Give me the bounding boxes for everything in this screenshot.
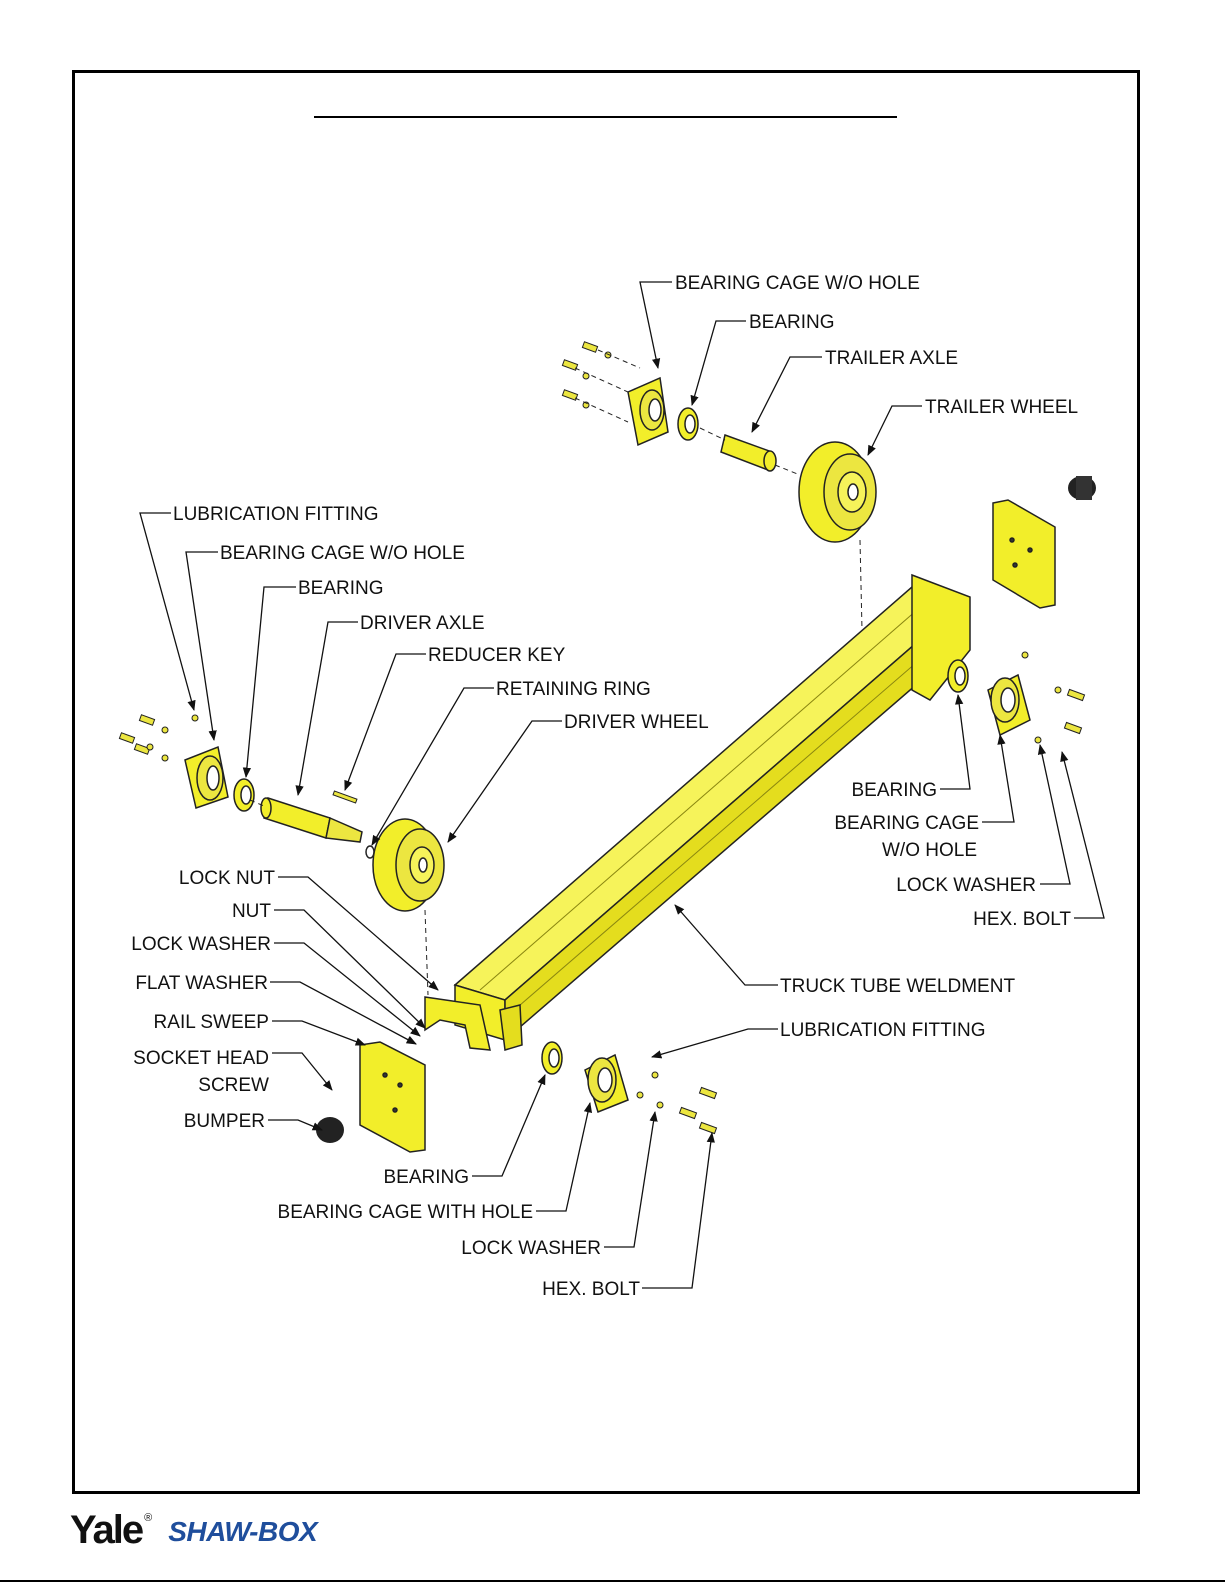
label-retaining-ring: RETAINING RING — [496, 679, 651, 700]
label-right-lock-washer: LOCK WASHER — [896, 875, 1036, 896]
trailer-axle — [720, 434, 777, 472]
label-driver-lubrication-fitting: LUBRICATION FITTING — [173, 504, 378, 525]
label-trailer-axle: TRAILER AXLE — [825, 348, 958, 369]
bumper-right — [1068, 476, 1096, 500]
label-bottom-hex-bolt: HEX. BOLT — [542, 1279, 640, 1300]
label-nut: NUT — [232, 901, 271, 922]
bottom-rule — [0, 1580, 1225, 1582]
reducer-key — [332, 790, 358, 804]
footer-brand: Yale ® SHAW-BOX — [70, 1508, 318, 1552]
right-bearing — [947, 659, 969, 693]
shaw-box-logo: SHAW-BOX — [168, 1516, 318, 1547]
truck-tube-weldment — [424, 573, 971, 1051]
label-trailer-wheel: TRAILER WHEEL — [925, 397, 1078, 418]
right-bearing-cage — [987, 673, 1031, 737]
trailer-bearing — [677, 407, 699, 441]
label-right-lubrication-fitting: LUBRICATION FITTING — [780, 1020, 985, 1041]
bottom-bearing-cage — [584, 1053, 629, 1113]
driver-centerlines — [249, 799, 429, 996]
retaining-ring — [365, 845, 375, 859]
label-lock-nut: LOCK NUT — [179, 868, 275, 889]
trailer-wheel — [798, 441, 877, 543]
title-rule — [314, 116, 897, 118]
label-flat-washer: FLAT WASHER — [135, 973, 268, 994]
label-lock-washer-left: LOCK WASHER — [131, 934, 271, 955]
label-right-bearing: BEARING — [851, 780, 937, 801]
label-right-bearing-cage: BEARING CAGE — [834, 813, 979, 834]
page-frame — [72, 70, 1140, 1494]
driver-bearing — [233, 778, 255, 812]
trailer-centerlines — [574, 349, 863, 631]
bottom-bolts — [636, 1071, 718, 1135]
label-right-wo-hole: W/O HOLE — [882, 840, 977, 861]
driver-bolts — [118, 714, 199, 762]
label-right-hex-bolt: HEX. BOLT — [973, 909, 1071, 930]
yale-logo: Yale — [70, 1508, 144, 1552]
label-driver-bearing: BEARING — [298, 578, 384, 599]
label-bumper: BUMPER — [184, 1111, 265, 1132]
label-bottom-bearing: BEARING — [383, 1167, 469, 1188]
label-driver-wheel: DRIVER WHEEL — [564, 712, 709, 733]
driver-axle — [260, 797, 363, 843]
label-bottom-lock-washer: LOCK WASHER — [461, 1238, 601, 1259]
label-socket-head: SOCKET HEAD — [133, 1048, 269, 1069]
driver-bearing-cage — [184, 745, 229, 809]
label-bottom-bearing-cage: BEARING CAGE WITH HOLE — [278, 1202, 533, 1223]
rail-sweep-right — [992, 499, 1056, 609]
trailer-bolts — [561, 341, 612, 409]
bumper-left — [316, 1117, 344, 1143]
registered-mark: ® — [144, 1512, 153, 1524]
driver-wheel — [372, 818, 445, 912]
rail-sweep-left — [359, 1041, 426, 1153]
label-trailer-bearing: BEARING — [749, 312, 835, 333]
bottom-bearing — [541, 1041, 563, 1075]
label-trailer-bearing-cage: BEARING CAGE W/O HOLE — [675, 273, 920, 294]
label-screw: SCREW — [198, 1075, 269, 1096]
label-reducer-key: REDUCER KEY — [428, 645, 566, 666]
trailer-bearing-cage — [627, 376, 669, 447]
right-bolts — [1021, 651, 1086, 744]
leader-lines — [139, 281, 1105, 1289]
label-rail-sweep: RAIL SWEEP — [154, 1012, 269, 1033]
label-driver-axle: DRIVER AXLE — [360, 613, 485, 634]
label-truck-tube-weldment: TRUCK TUBE WELDMENT — [780, 976, 1015, 997]
label-driver-bearing-cage: BEARING CAGE W/O HOLE — [220, 543, 465, 564]
